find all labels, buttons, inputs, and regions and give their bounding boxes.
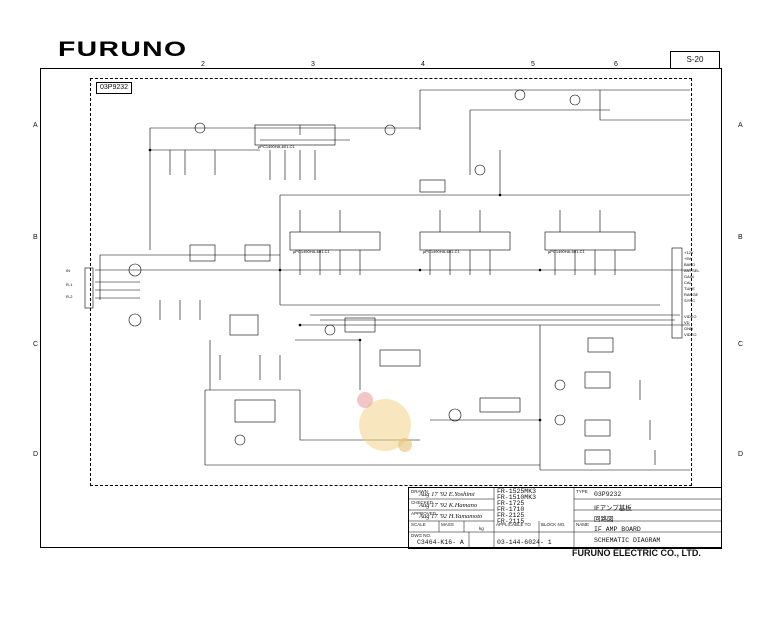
connector-label: VIDEO: [684, 314, 696, 319]
model-6: FR-2115: [497, 518, 525, 525]
furuno-logo: FURUNO: [58, 38, 188, 61]
connector-label-group: +12V +5V BAND ANTSEL GAIN CAL TUNE RANGE…: [66, 250, 700, 337]
connector-label: BAND: [684, 262, 695, 267]
approved-label: APPROVED: [411, 511, 437, 516]
connector-label: TUNE: [684, 286, 695, 291]
connector-label: +5V: [684, 256, 692, 261]
row-marker-b-left: B: [33, 234, 38, 241]
column-marker-2: 2: [201, 61, 205, 68]
connector-label: +12V: [684, 250, 694, 255]
applicable-label: APPLICABLE TO: [496, 522, 531, 527]
model-3: FR-1725: [497, 500, 525, 507]
row-marker-d-left: D: [33, 451, 39, 458]
type-label: TYPE: [576, 489, 588, 494]
row-marker-d-right: D: [738, 451, 744, 458]
row-marker-a-right: A: [738, 122, 743, 129]
type-value: 03P9232: [594, 491, 622, 498]
signature-approved: Aug 17 '92 H.Yamamoto: [419, 513, 483, 520]
scale-label: SCALE: [411, 522, 426, 527]
model-2: FR-1510MK3: [497, 494, 537, 501]
model-4: FR-1710: [497, 506, 525, 513]
mass-label: MASS: [441, 522, 454, 527]
row-marker-b-right: B: [738, 234, 743, 241]
title-block: DRAWN CHECKED APPROVED SCALE MASS kg DWG…: [408, 487, 722, 549]
dwg-no-label: DWG NO.: [411, 533, 432, 538]
drawn-label: DRAWN: [411, 489, 428, 494]
row-marker-c-right: C: [738, 341, 744, 348]
ic-label-u4: μPC1490HA-601-C1: [548, 249, 586, 254]
connector-label: R-1: [66, 282, 73, 287]
connector-label: CAL: [684, 280, 693, 285]
company-name: FURUNO ELECTRIC CO., LTD.: [572, 548, 701, 558]
model-1: FR-1525MK3: [497, 488, 537, 495]
connector-label: GAIN: [684, 274, 694, 279]
row-marker-a-left: A: [33, 122, 38, 129]
circuit-japanese: 回路図: [594, 515, 614, 523]
column-marker-3: 3: [311, 61, 315, 68]
model-5: FR-2125: [497, 512, 525, 519]
connector-label: IN: [66, 268, 70, 273]
name-english: IF AMP BOARD: [594, 526, 641, 533]
drawing-frame: [40, 68, 722, 548]
drawing-reference: 03P9232: [96, 82, 133, 94]
connector-label: RANGE: [684, 292, 699, 297]
ic-label-u2: μPC1490HA-601-C1: [293, 249, 331, 254]
signature-checked: Aug 17 '92 K.Hamano: [419, 502, 478, 509]
name-japanese: IFアンプ基板: [594, 504, 632, 512]
connector-label: SYNC: [684, 298, 695, 303]
connector-label: VD: [684, 320, 690, 325]
ic-label-u3: μPC1490HA-601-C1: [423, 249, 461, 254]
column-marker-6: 6: [614, 61, 618, 68]
ic-label-u1: μPC1490HA-601-C1: [258, 144, 296, 149]
dwg-number: C3464-K16- A: [417, 539, 464, 546]
column-marker-5: 5: [531, 61, 535, 68]
title-english: SCHEMATIC DIAGRAM: [594, 537, 661, 544]
part-number: 03-144-6024- 1: [497, 539, 552, 546]
mass-unit: kg: [479, 526, 484, 531]
name-label: NAME: [576, 522, 590, 527]
connector-label: ANTSEL: [684, 268, 700, 273]
connector-label: R-2: [66, 294, 73, 299]
manufacturer-seal-icon: [357, 392, 412, 452]
signature-drawn: Aug 17 '92 E.Yoshimi: [419, 491, 475, 498]
row-marker-c-left: C: [33, 341, 39, 348]
column-marker-4: 4: [421, 61, 425, 68]
block-no-label: BLOCK NO.: [541, 522, 566, 527]
connector-label: GND: [684, 326, 693, 331]
checked-label: CHECKED: [411, 500, 434, 505]
title-block-grid: [409, 488, 721, 548]
connector-label: VIDEO: [684, 332, 696, 337]
board-outline: [90, 78, 692, 486]
